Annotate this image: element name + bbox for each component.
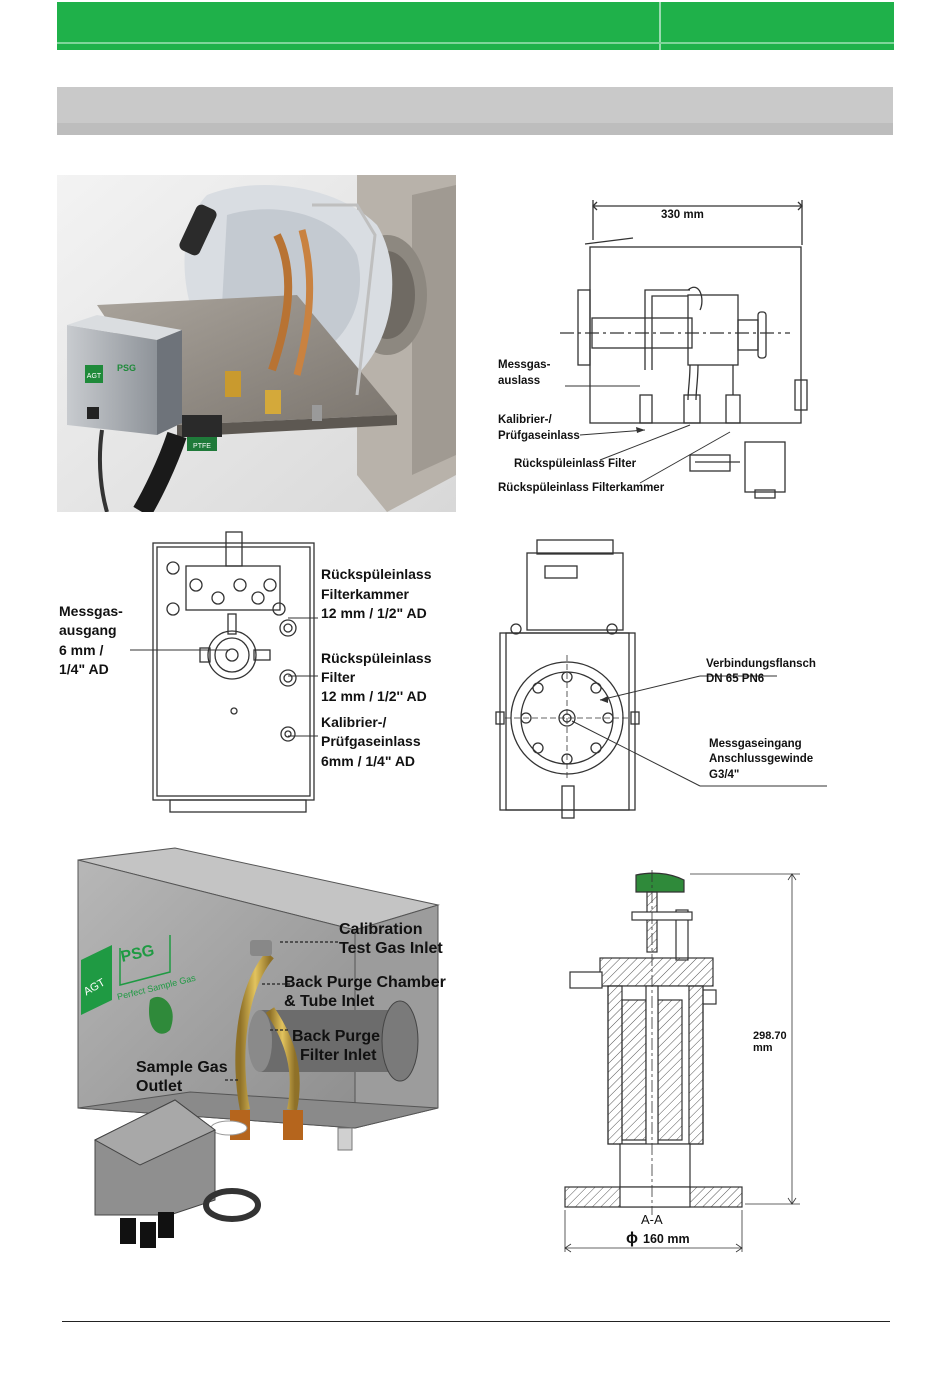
mid-left-messgas-2: ausgang <box>59 622 117 638</box>
label-rs-filter: Rückspüleinlass Filter <box>514 458 637 470</box>
render-sample-1: Sample Gas <box>136 1059 228 1076</box>
mid-left-rs-filter-3: 12 mm / 1/2'' AD <box>321 688 427 704</box>
label-messgas-1: Messgas- <box>498 359 551 371</box>
mid-left-rs-kammer-1: Rückspüleinlass <box>321 566 432 582</box>
section-height-value: 298.70 <box>753 1030 787 1042</box>
header-green-bar <box>57 2 894 50</box>
render-bp-filter-2: Filter Inlet <box>300 1047 377 1064</box>
mid-left-messgas-3: 6 mm / <box>59 642 104 658</box>
mid-left-rs-filter-2: Filter <box>321 669 356 685</box>
render-sample-2: Outlet <box>136 1078 183 1095</box>
dimension-330: 330 mm <box>661 209 704 221</box>
render-bp-chamber-1: Back Purge Chamber <box>284 974 446 991</box>
render-bp-chamber-2: & Tube Inlet <box>284 993 375 1010</box>
footer-rule <box>62 1321 890 1322</box>
render-brand: PSG <box>119 942 156 966</box>
render-calibration-2: Test Gas Inlet <box>339 940 443 957</box>
diameter-symbol: ϕ <box>626 1230 638 1247</box>
mid-left-rs-kammer-2: Filterkammer <box>321 586 409 602</box>
header-underline <box>57 42 894 44</box>
mid-left-messgas-4: 1/4" AD <box>59 661 109 677</box>
diameter-value: 160 mm <box>643 1232 690 1246</box>
product-photo-drawing: AGT PSG PTFE <box>57 175 456 512</box>
product-photo: AGT PSG PTFE <box>57 175 456 512</box>
header-divider <box>659 2 661 50</box>
mid-left-messgas-1: Messgas- <box>59 603 123 619</box>
section-height-unit: mm <box>753 1042 773 1054</box>
label-rs-kammer: Rückspüleinlass Filterkammer <box>498 482 665 494</box>
photo-badge-logo: AGT <box>87 373 102 380</box>
title-grey-bar <box>57 87 893 135</box>
mid-left-kalib-1: Kalibrier-/ <box>321 714 387 730</box>
label-messgas-2: auslass <box>498 375 541 387</box>
photo-fitting-label: PTFE <box>193 443 211 450</box>
title-grey-shade <box>57 123 893 135</box>
mid-left-rs-kammer-3: 12 mm / 1/2" AD <box>321 605 427 621</box>
mid-right-eingang-3: G3/4" <box>709 769 740 781</box>
render-bp-filter-1: Back Purge <box>292 1028 381 1045</box>
label-kalib-2: Prüfgaseinlass <box>498 430 580 442</box>
label-kalib-1: Kalibrier-/ <box>498 414 552 426</box>
mid-left-rs-filter-1: Rückspüleinlass <box>321 650 432 666</box>
section-label: A-A <box>641 1212 663 1227</box>
mid-right-eingang-2: Anschlussgewinde <box>709 753 814 765</box>
photo-badge-brand: PSG <box>117 363 136 373</box>
mid-right-flansch-2: DN 65 PN6 <box>706 673 765 685</box>
mid-left-kalib-3: 6mm / 1/4" AD <box>321 753 416 769</box>
mid-right-flansch-1: Verbindungsflansch <box>706 658 816 670</box>
mid-right-eingang-1: Messgaseingang <box>709 738 802 750</box>
mid-left-kalib-2: Prüfgaseinlass <box>321 733 421 749</box>
render-calibration-1: Calibration <box>339 921 423 938</box>
